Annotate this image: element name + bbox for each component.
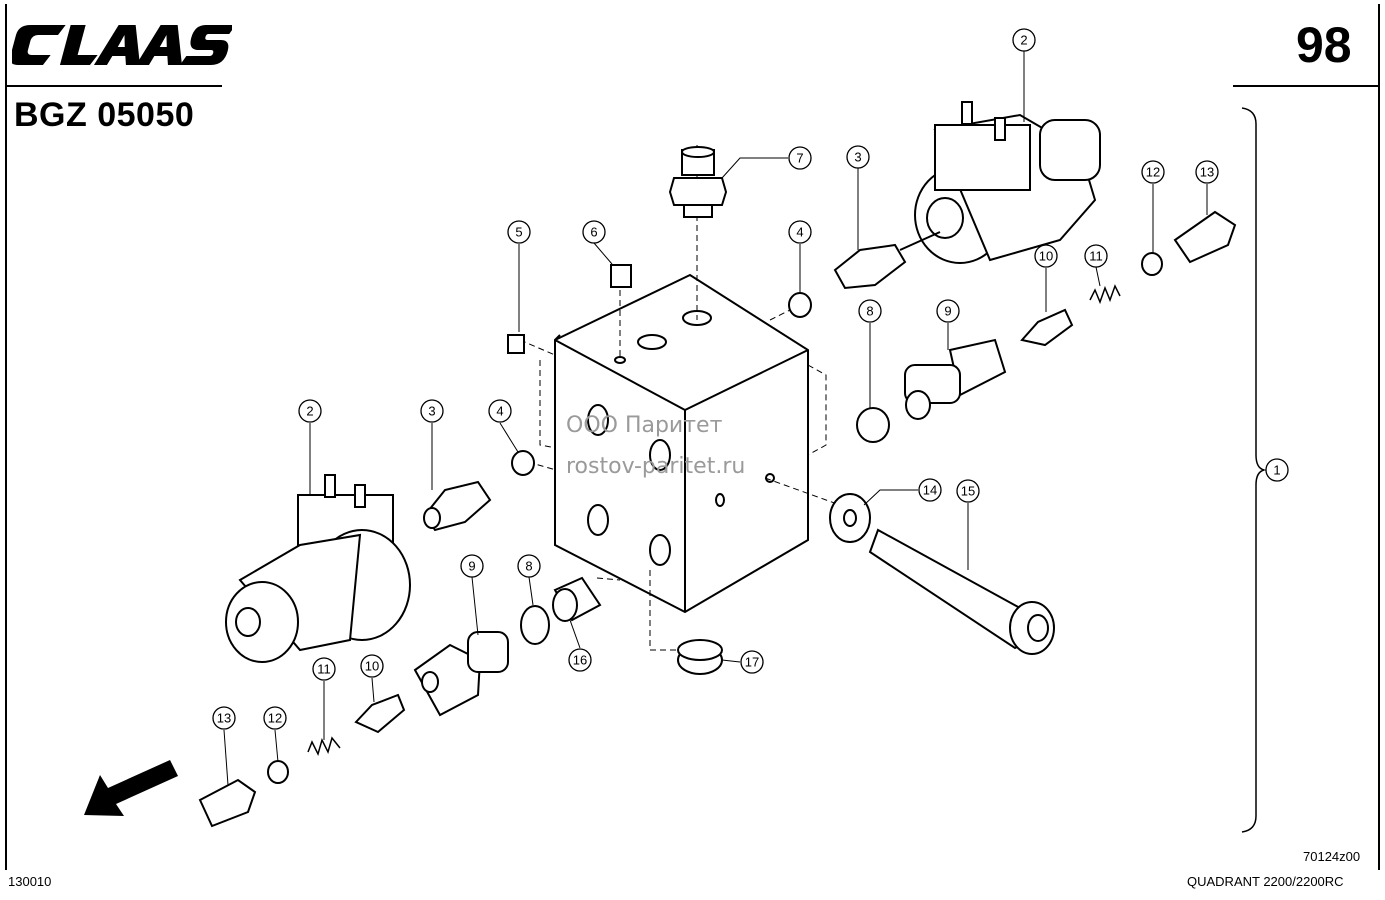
bolt-15 [868, 528, 1055, 655]
callout-4-upper: 4 [796, 225, 803, 240]
callout-3-upper: 3 [854, 150, 861, 165]
callout-11-upper: 11 [1089, 249, 1103, 264]
solenoid-coil-lower [225, 474, 411, 663]
claas-logo [12, 25, 232, 65]
callout-2-upper: 2 [1020, 33, 1027, 48]
callout-8-lower: 8 [525, 559, 532, 574]
sleeve-16 [552, 576, 602, 622]
callout-5: 5 [515, 225, 522, 240]
o-ring-8-upper [856, 407, 890, 443]
callout-1: 1 [1273, 463, 1280, 478]
spring-11-upper [1089, 284, 1121, 305]
pin-5 [507, 334, 525, 354]
spring-11-lower [307, 736, 341, 757]
callout-2-lower: 2 [306, 404, 313, 419]
valve-9-lower [413, 631, 509, 717]
drawing-number: 70124z00 [1303, 849, 1361, 864]
callout-13-upper: 13 [1200, 165, 1214, 180]
callout-13-lower: 13 [217, 711, 231, 726]
seal-ring-4-upper [788, 292, 812, 318]
watermark-url: rostov-paritet.ru [566, 454, 746, 479]
callout-3-lower: 3 [428, 404, 435, 419]
callouts [212, 28, 1289, 730]
valve-9-upper [904, 338, 1007, 420]
cap-12-upper [1141, 252, 1163, 276]
callout-10-upper: 10 [1039, 249, 1053, 264]
callout-4-lower: 4 [496, 404, 503, 419]
callout-14: 14 [923, 483, 937, 498]
callout-10-lower: 10 [365, 659, 379, 674]
pin-10-upper [1020, 308, 1074, 347]
callout-8-upper: 8 [866, 304, 873, 319]
watermark-company: ООО Паритет [566, 413, 723, 438]
callout-15: 15 [961, 484, 975, 499]
callout-9-upper: 9 [944, 304, 951, 319]
solenoid-coil-upper [914, 101, 1101, 264]
plug-13-upper [1173, 210, 1237, 264]
cartridge-3-lower [423, 480, 492, 532]
plug-13-lower [198, 778, 257, 828]
callout-6: 6 [590, 225, 597, 240]
direction-arrow-icon [84, 760, 178, 816]
cap-12-lower [267, 760, 289, 784]
callout-12-lower: 12 [268, 711, 282, 726]
document-code: BGZ 05050 [14, 96, 195, 134]
page-number: 98 [1296, 17, 1352, 73]
callout-11-lower: 11 [317, 662, 331, 677]
washer-14 [829, 493, 871, 543]
callout-labels: 1 2 2 3 3 4 4 5 6 7 8 8 9 9 10 10 11 11 … [217, 33, 1281, 726]
pin-10-lower [354, 693, 406, 734]
sheet-id: 130010 [8, 874, 52, 889]
callout-7: 7 [796, 151, 803, 166]
plug-17 [677, 639, 723, 675]
assembly-bracket [1241, 107, 1265, 833]
valve-block [554, 273, 809, 614]
callout-16: 16 [573, 653, 587, 668]
callout-17: 17 [745, 655, 759, 670]
callout-12-upper: 12 [1146, 165, 1160, 180]
fitting-7 [668, 146, 728, 218]
model-name: QUADRANT 2200/2200RC [1187, 874, 1344, 889]
cartridge-3-upper [833, 231, 941, 290]
o-ring-8-lower [520, 605, 550, 645]
plug-6 [610, 264, 632, 288]
seal-ring-4-lower [511, 450, 535, 476]
leader-lines [223, 50, 1208, 786]
callout-9-lower: 9 [468, 559, 475, 574]
